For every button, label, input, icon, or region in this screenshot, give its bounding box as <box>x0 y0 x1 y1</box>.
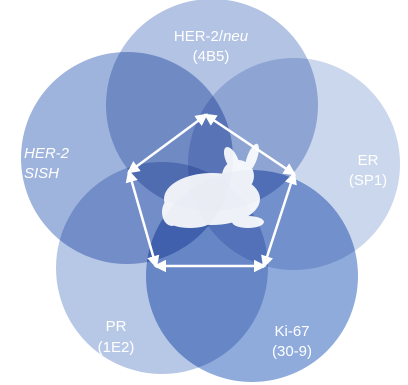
label-pr: PR (1E2) <box>98 318 135 356</box>
arrow-her2neu-er <box>203 113 297 176</box>
label-her2-sish-line1: HER-2 <box>24 145 70 162</box>
connection-arrows <box>125 113 297 273</box>
label-her2-neu: HER-2/neu (4B5) <box>174 28 249 65</box>
arrow-pr-sish <box>125 169 160 269</box>
label-her2-sish: HER-2 SISH <box>24 145 70 182</box>
label-er-main: ER <box>358 152 379 169</box>
label-her2-neu-main: HER-2/ <box>174 28 224 45</box>
label-er-sub: (SP1) <box>349 172 387 189</box>
label-er: ER (SP1) <box>349 152 387 189</box>
label-ki67-sub: (30-9) <box>272 343 312 360</box>
arrow-er-ki67 <box>261 171 297 269</box>
svg-text:HER-2/neu: HER-2/neu <box>174 28 249 45</box>
label-her2-sish-line2: SISH <box>24 165 59 182</box>
label-ki67-main: Ki-67 <box>274 323 309 340</box>
label-pr-sub: (1E2) <box>98 339 135 356</box>
arrow-sish-her2neu <box>126 113 209 174</box>
label-ki67: Ki-67 (30-9) <box>272 323 312 360</box>
label-pr-main: PR <box>106 318 127 335</box>
label-her2-neu-sub: (4B5) <box>193 48 230 65</box>
label-her2-neu-italic: neu <box>223 28 249 45</box>
